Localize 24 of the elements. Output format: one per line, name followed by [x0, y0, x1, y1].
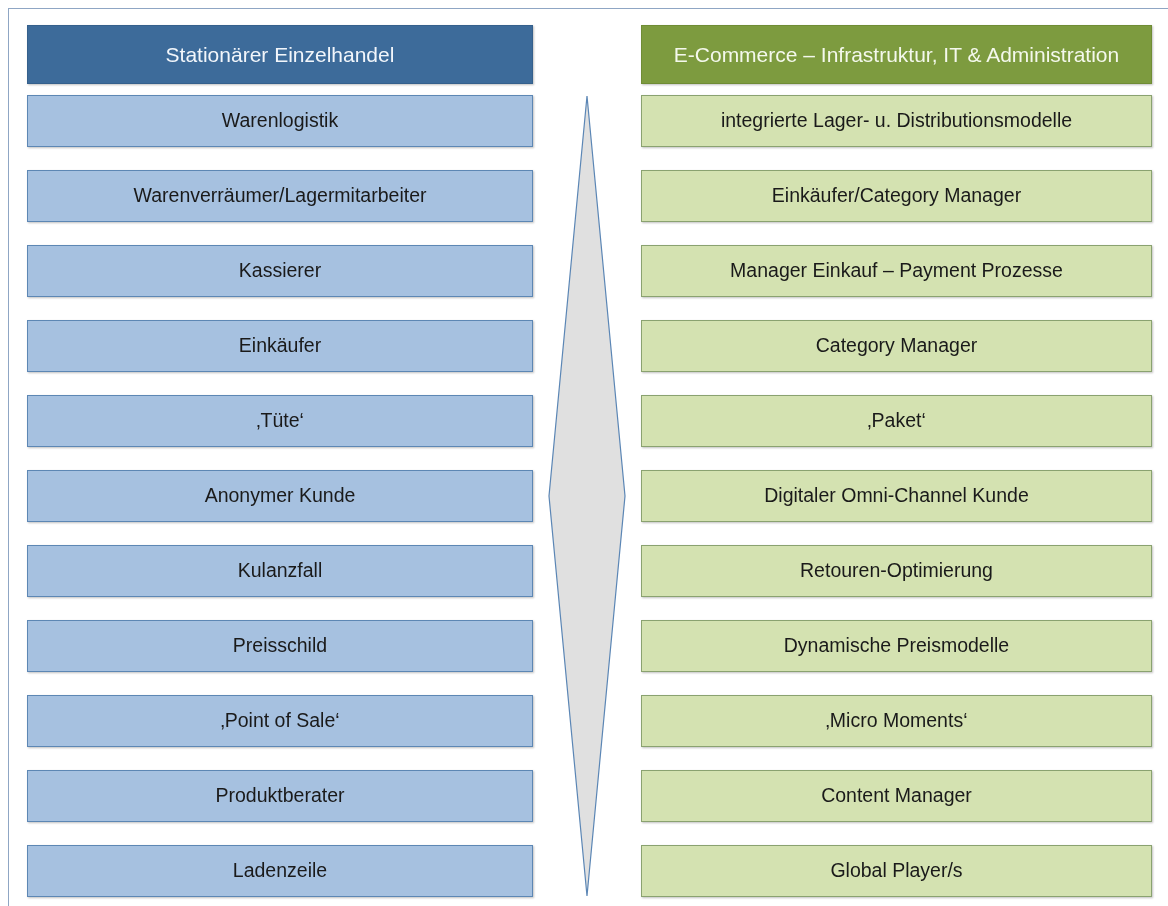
column-header: E-Commerce – Infrastruktur, IT & Administration — [641, 25, 1152, 84]
term-box: Digitaler Omni-Channel Kunde — [641, 470, 1152, 522]
column-header: Stationärer Einzelhandel — [27, 25, 533, 84]
term-box: Preisschild — [27, 620, 533, 672]
term-box: ‚Tüte‘ — [27, 395, 533, 447]
term-box: Kulanzfall — [27, 545, 533, 597]
term-box: ‚Paket‘ — [641, 395, 1152, 447]
term-box: Produktberater — [27, 770, 533, 822]
term-box: Einkäufer/Category Manager — [641, 170, 1152, 222]
term-box: Einkäufer — [27, 320, 533, 372]
term-box: Dynamische Preismodelle — [641, 620, 1152, 672]
term-box: Global Player/s — [641, 845, 1152, 897]
term-box: Category Manager — [641, 320, 1152, 372]
term-box: Anonymer Kunde — [27, 470, 533, 522]
term-box: Manager Einkauf – Payment Prozesse — [641, 245, 1152, 297]
term-box: ‚Point of Sale‘ — [27, 695, 533, 747]
term-box: integrierte Lager- u. Distributionsmodelle — [641, 95, 1152, 147]
term-box: Content Manager — [641, 770, 1152, 822]
term-box: Ladenzeile — [27, 845, 533, 897]
term-box: Retouren-Optimierung — [641, 545, 1152, 597]
term-box: Warenlogistik — [27, 95, 533, 147]
term-box: Kassierer — [27, 245, 533, 297]
term-box: Warenverräumer/Lagermitarbeiter — [27, 170, 533, 222]
term-box: ‚Micro Moments‘ — [641, 695, 1152, 747]
